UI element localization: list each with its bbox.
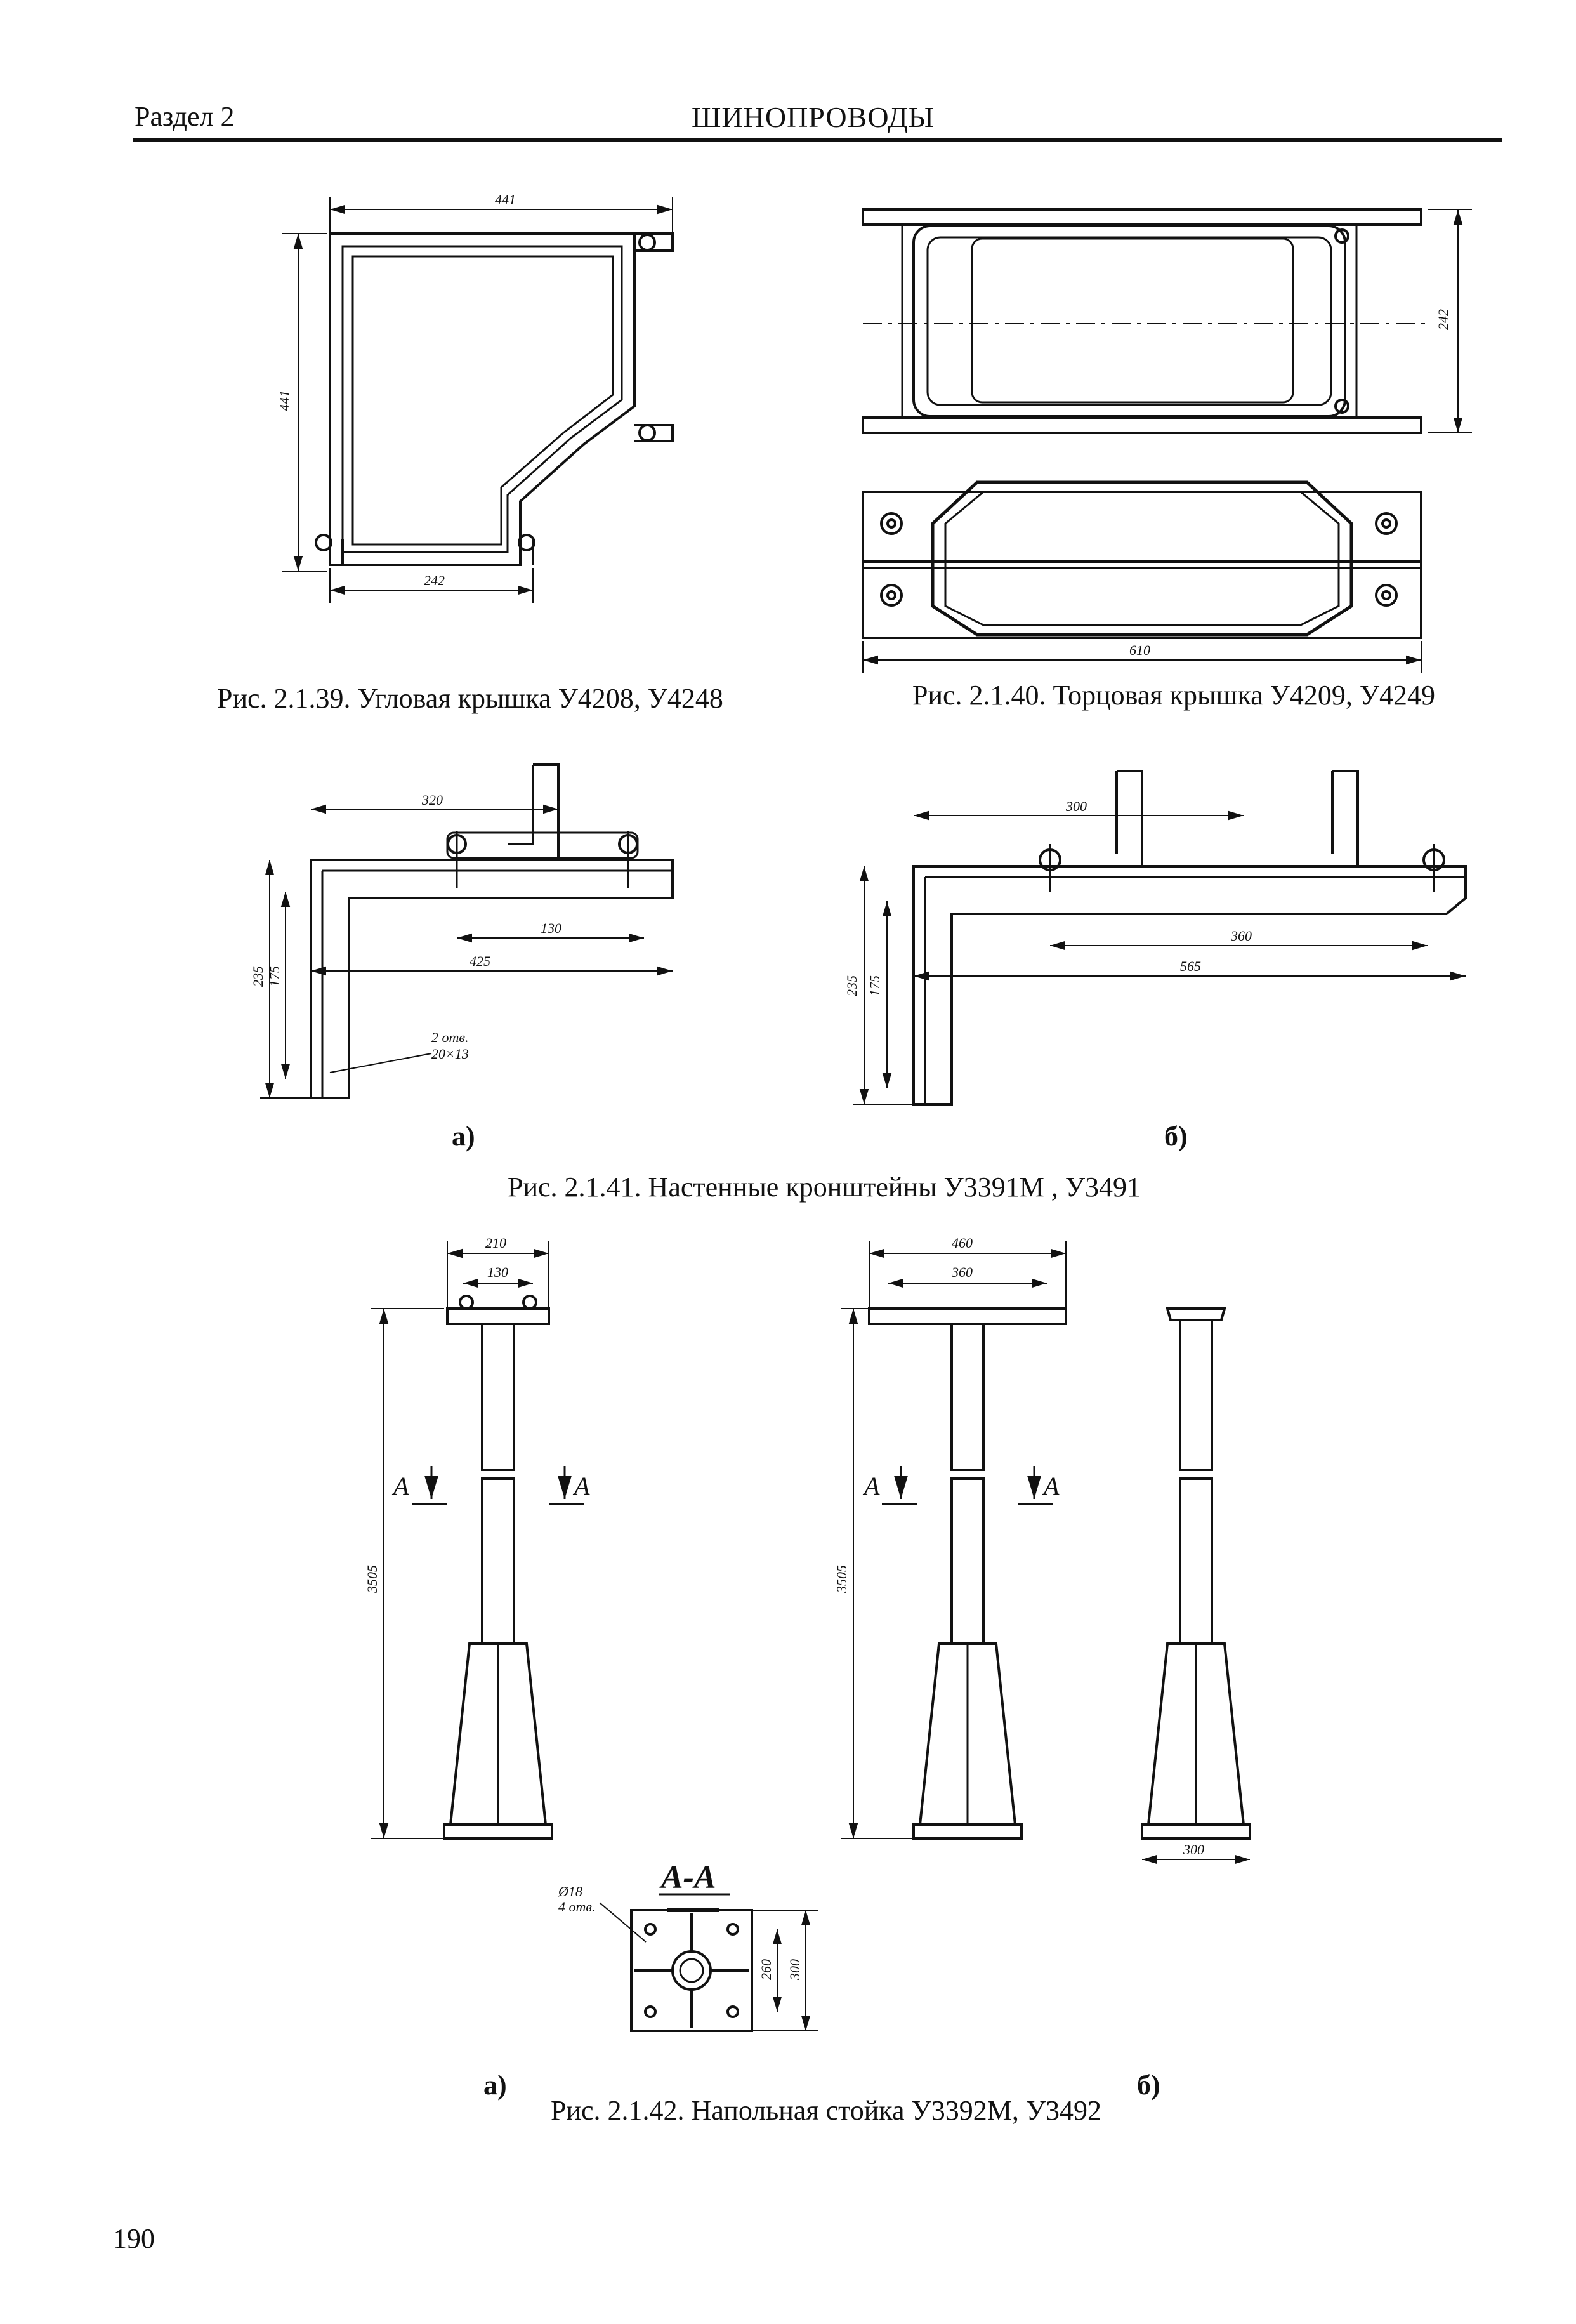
fig40-drawing xyxy=(862,208,1472,673)
fig42a-dim-210: 210 xyxy=(485,1235,506,1251)
section-aa-dim-260: 260 xyxy=(758,1959,774,1980)
fig41b-drawing xyxy=(853,770,1467,1106)
fig42-label-a: а) xyxy=(483,2070,507,2101)
page-title: ШИНОПРОВОДЫ xyxy=(692,101,935,133)
fig41a-drawing xyxy=(260,763,674,1099)
fig39-dim-left: 441 xyxy=(277,390,292,411)
fig42b-dim-base: 300 xyxy=(1183,1842,1204,1858)
fig42b-dim-460: 460 xyxy=(952,1235,973,1251)
fig41a-dim-130: 130 xyxy=(541,920,561,936)
fig41a-dim-175: 175 xyxy=(266,966,282,987)
fig42b-drawing xyxy=(841,1241,1251,1865)
fig42a-dim-height: 3505 xyxy=(364,1565,380,1594)
fig39-dim-bottom: 242 xyxy=(424,572,445,588)
section-aa-hole-dia: Ø18 xyxy=(558,1884,582,1899)
fig40-dim-length: 610 xyxy=(1129,642,1150,658)
fig41a-holes-2: 20×13 xyxy=(431,1046,469,1062)
fig41b-dim-565: 565 xyxy=(1180,958,1201,974)
fig41b-dim-360: 360 xyxy=(1230,928,1252,944)
fig42-label-b: б) xyxy=(1137,2070,1160,2101)
section-aa-hole-count: 4 отв. xyxy=(558,1899,595,1915)
fig41a-dim-235: 235 xyxy=(250,966,266,987)
fig40-caption: Рис. 2.1.40. Торцовая крышка У4209, У424… xyxy=(912,680,1435,711)
fig41-label-b: б) xyxy=(1164,1121,1188,1152)
fig41b-dim-300: 300 xyxy=(1065,798,1087,814)
fig41b-dim-175: 175 xyxy=(867,975,883,996)
fig42b-dim-360: 360 xyxy=(951,1264,973,1280)
fig42b-section-mark-right: А xyxy=(1042,1472,1060,1500)
section-label: Раздел 2 xyxy=(135,101,235,132)
fig40-dim-height: 242 xyxy=(1435,309,1451,330)
fig41-caption: Рис. 2.1.41. Настенные кронштейны У3391М… xyxy=(508,1172,1141,1203)
fig42b-section-mark-left: А xyxy=(862,1472,880,1500)
fig41a-holes-1: 2 отв. xyxy=(431,1029,468,1045)
fig39-dim-top: 441 xyxy=(495,192,516,208)
fig41-label-a: а) xyxy=(452,1121,475,1152)
fig39-caption: Рис. 2.1.39. Угловая крышка У4208, У4248 xyxy=(217,683,723,714)
section-aa-drawing xyxy=(599,1893,818,2032)
fig42-caption: Рис. 2.1.42. Напольная стойка У3392М, У3… xyxy=(551,2095,1101,2126)
fig39-drawing xyxy=(282,197,674,603)
fig42a-section-mark-left: А xyxy=(391,1472,409,1500)
fig42a-drawing xyxy=(371,1241,584,1840)
fig42a-dim-130: 130 xyxy=(487,1264,508,1280)
fig41a-dim-320: 320 xyxy=(421,792,443,808)
fig42b-dim-height: 3505 xyxy=(834,1565,850,1594)
fig41b-dim-235: 235 xyxy=(844,975,860,996)
fig42a-section-mark-right: А xyxy=(572,1472,590,1500)
fig41a-dim-425: 425 xyxy=(470,953,490,969)
section-aa-title: А-А xyxy=(659,1859,716,1896)
page-number: 190 xyxy=(113,2223,155,2254)
section-aa-dim-300: 300 xyxy=(787,1959,803,1981)
header-rule xyxy=(133,138,1502,142)
